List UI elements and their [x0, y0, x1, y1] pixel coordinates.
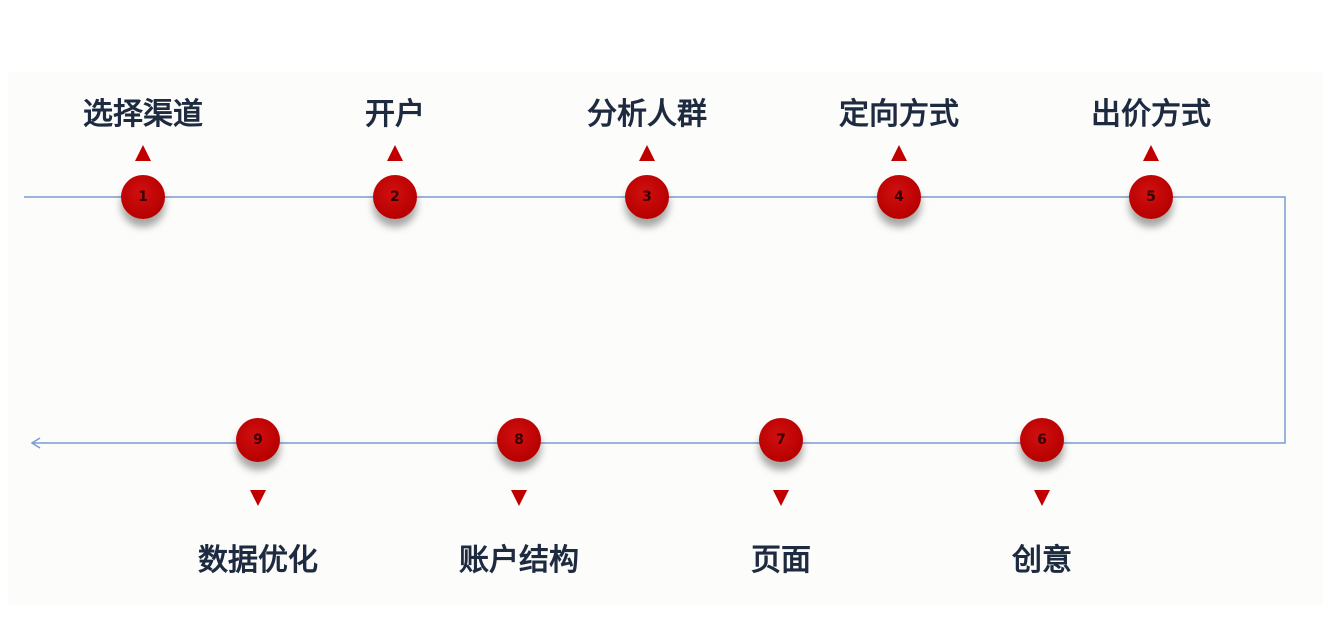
step-label: 创意 — [1012, 543, 1072, 578]
step-number: 5 — [1129, 175, 1173, 219]
step-label: 账户结构 — [459, 543, 579, 578]
step-number: 6 — [1020, 418, 1064, 462]
step-number: 1 — [121, 175, 165, 219]
triangle-down-icon — [773, 490, 789, 506]
step-label: 数据优化 — [198, 543, 318, 578]
step-number: 9 — [236, 418, 280, 462]
step-label: 出价方式 — [1091, 97, 1211, 132]
step-label: 选择渠道 — [83, 97, 203, 132]
step-label: 分析人群 — [587, 97, 707, 132]
triangle-up-icon — [639, 145, 655, 161]
triangle-down-icon — [250, 490, 266, 506]
step-number: 8 — [497, 418, 541, 462]
step-number: 3 — [625, 175, 669, 219]
flow-line — [24, 196, 1286, 444]
triangle-up-icon — [1143, 145, 1159, 161]
triangle-down-icon — [511, 490, 527, 506]
step-label: 页面 — [751, 543, 811, 578]
step-label: 定向方式 — [839, 97, 959, 132]
step-number: 4 — [877, 175, 921, 219]
triangle-up-icon — [135, 145, 151, 161]
arrow-head-icon — [30, 437, 41, 449]
triangle-down-icon — [1034, 490, 1050, 506]
step-label: 开户 — [365, 97, 425, 132]
diagram-background — [8, 72, 1323, 605]
triangle-up-icon — [387, 145, 403, 161]
triangle-up-icon — [891, 145, 907, 161]
step-number: 2 — [373, 175, 417, 219]
step-number: 7 — [759, 418, 803, 462]
